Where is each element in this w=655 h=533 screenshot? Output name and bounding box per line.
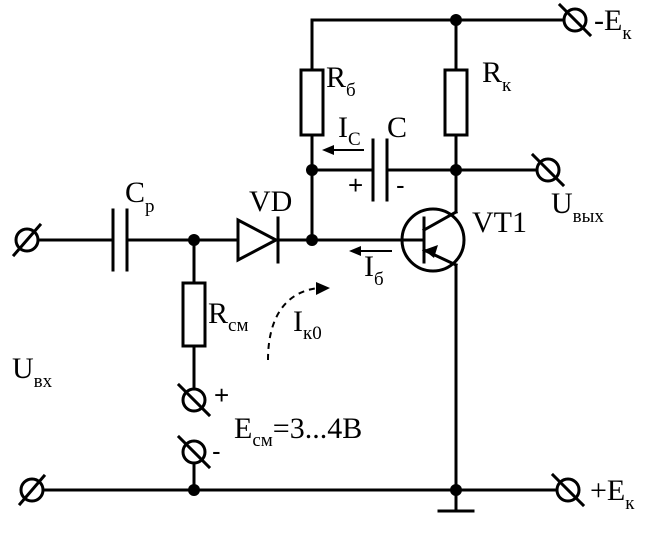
junction-dot (188, 484, 200, 496)
capacitor-cp (111, 208, 129, 272)
terminal-esm-minus (176, 434, 212, 470)
junction-dot (450, 484, 462, 496)
label-rsm: Rсм (208, 297, 248, 336)
emitter-arrow-icon (424, 245, 438, 258)
label-ik0: Iк0 (293, 305, 322, 344)
label-c-minus: - (396, 170, 405, 200)
label-uin: Uвх (12, 352, 53, 392)
terminal-output (530, 152, 566, 188)
junction-dot (306, 164, 318, 176)
current-arrow-ib (349, 246, 392, 256)
label-c: C (387, 111, 407, 144)
label-c-plus: + (348, 170, 363, 200)
terminal-ground-left (17, 473, 47, 507)
junction-dot (450, 14, 462, 26)
junction-dots (188, 14, 462, 496)
junction-dot (450, 164, 462, 176)
label-esm-plus: + (214, 380, 229, 410)
diode-vd (236, 216, 280, 264)
capacitor-c (371, 138, 389, 202)
resistor-rsm (181, 281, 207, 348)
terminal-input (11, 222, 43, 258)
label-neg-supply: -Eк (594, 4, 632, 44)
label-uout: Uвых (551, 187, 604, 227)
label-rb: Rб (326, 61, 356, 101)
label-cp: Cp (125, 176, 155, 217)
label-vd: VD (249, 185, 292, 218)
wires (28, 18, 572, 513)
junction-dot (306, 234, 318, 246)
terminal-pos-supply (550, 472, 586, 508)
resistor-rk (443, 68, 469, 137)
current-arrow-ik0 (267, 282, 330, 361)
label-pos-supply: +Eк (590, 474, 635, 514)
junction-dot (188, 234, 200, 246)
label-ib: Iб (364, 250, 384, 290)
label-vt1: VT1 (472, 206, 527, 239)
current-arrow-ic (322, 145, 364, 155)
resistor-rb (299, 68, 325, 137)
label-esm-minus: - (212, 436, 221, 466)
terminals (11, 2, 593, 508)
label-rk: Rк (482, 56, 512, 96)
terminal-neg-supply (557, 2, 593, 38)
label-ic: IC (338, 111, 361, 150)
transistor-vt1 (398, 207, 466, 273)
label-esm: Eсм=3...4B (234, 412, 362, 451)
terminal-esm-plus (176, 382, 212, 418)
